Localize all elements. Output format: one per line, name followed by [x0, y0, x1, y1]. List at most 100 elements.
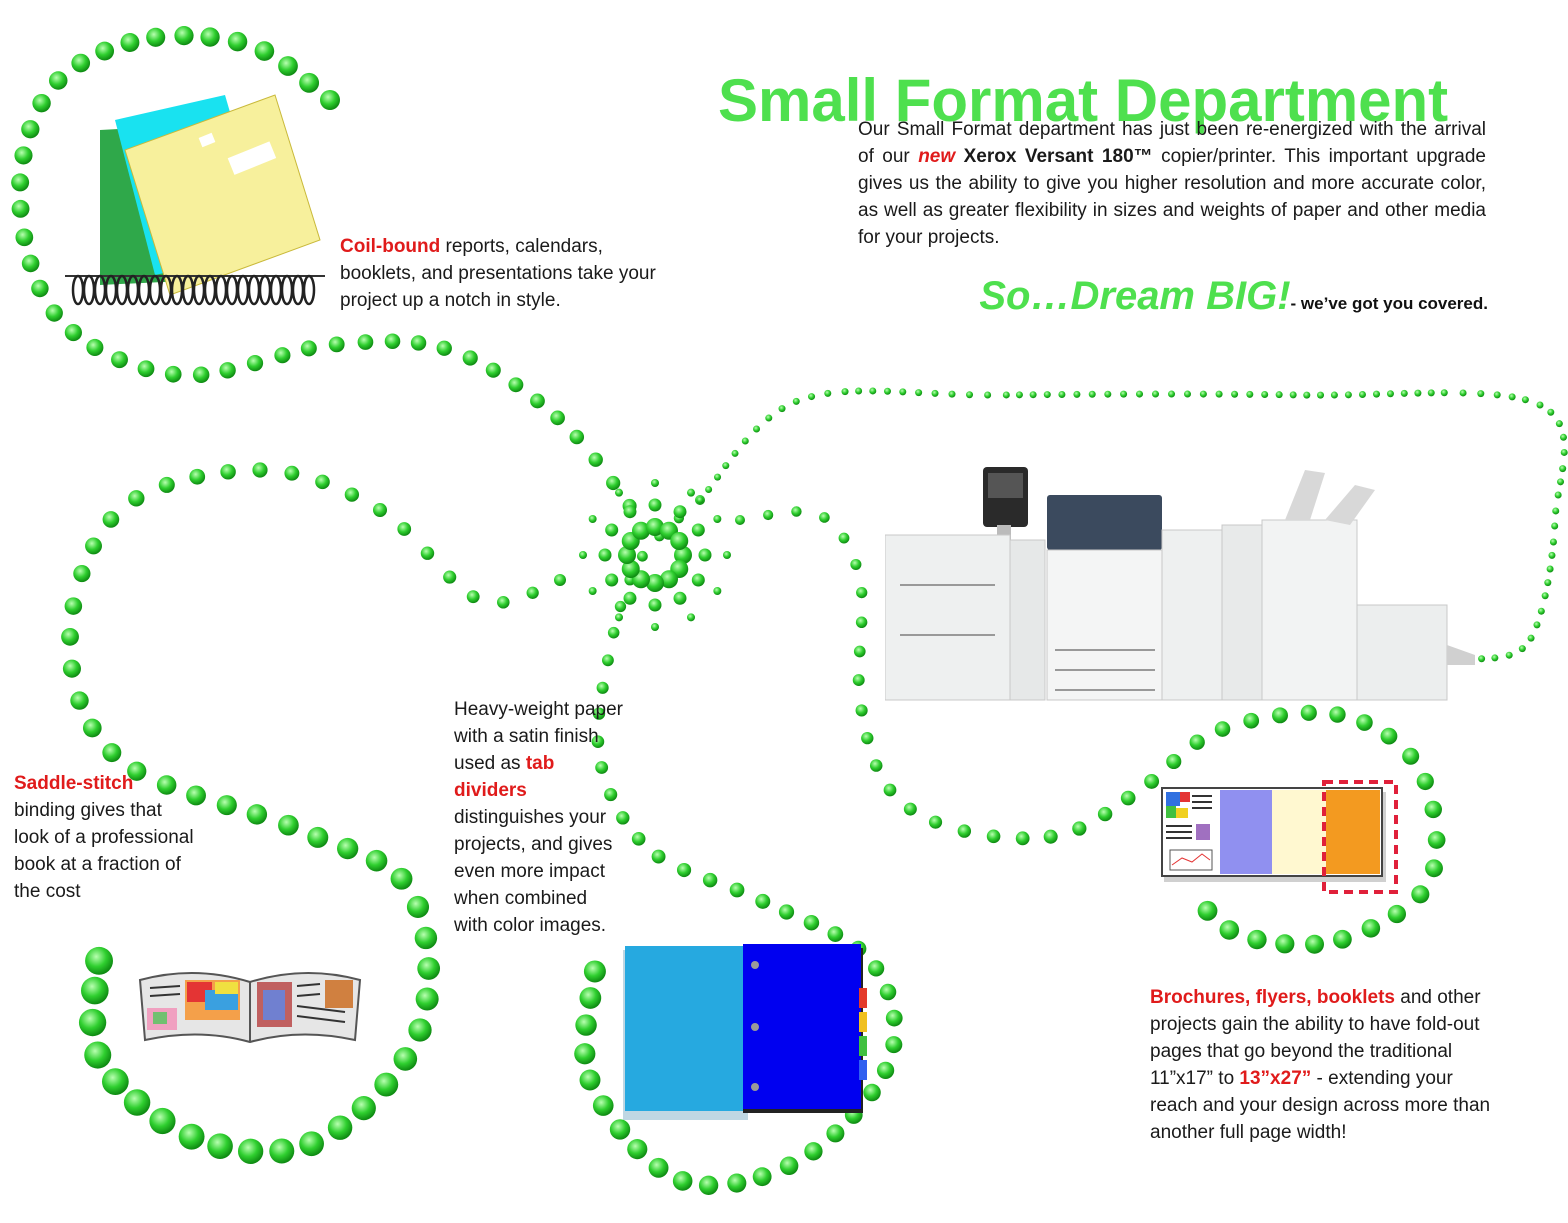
saddle-path-dot — [64, 597, 83, 615]
starburst-dot — [646, 574, 664, 592]
starburst-dot — [691, 573, 705, 587]
saddle-path-dot — [62, 659, 81, 678]
tab-path-dot — [591, 735, 605, 748]
coil-path-dot — [436, 340, 452, 356]
printer-path-dot — [1120, 390, 1128, 398]
tagline-covered: - we’ve got you covered. — [1290, 294, 1488, 313]
printer-path-dot — [869, 387, 877, 395]
printer-path-dot — [1104, 390, 1112, 398]
coil-ring — [269, 274, 283, 306]
saddle-path-dot — [327, 1115, 353, 1140]
printer-path-dot — [1043, 391, 1051, 399]
tab-path-dot — [885, 1009, 903, 1027]
printer-path-dot — [705, 486, 713, 494]
page-title: Small Format Department — [718, 67, 1449, 135]
saddle-path-dot — [220, 464, 236, 480]
saddle-stitch-book-illustration — [138, 971, 362, 1044]
coil-ring — [214, 274, 228, 306]
starburst-dot — [723, 551, 731, 559]
brochure-path-dot — [1219, 920, 1240, 940]
starburst-dot — [673, 505, 687, 519]
printer-path-dot — [1533, 621, 1541, 629]
tab-path-dot — [729, 882, 745, 898]
coil-path-dot — [606, 475, 621, 491]
saddle-path-dot — [127, 761, 147, 781]
brochure-path-dot — [957, 824, 972, 838]
printer-path-dot — [1400, 389, 1408, 397]
brochure-path-dot — [1120, 790, 1136, 806]
brochure-path-dot — [856, 586, 868, 599]
brochure-path-dot — [1043, 829, 1058, 844]
saddle-path-dot — [269, 1138, 295, 1164]
saddle-path-dot — [128, 490, 145, 507]
foldout-brochure-illustration — [1161, 780, 1398, 894]
starburst-dot — [670, 532, 689, 550]
brochure-text-1: and other projects gain the ability to h… — [1150, 987, 1481, 1089]
brochure-path-dot — [1380, 727, 1398, 745]
printer-path-dot — [1088, 390, 1096, 398]
coil-path-dot — [95, 41, 115, 61]
saddle-path-dot — [420, 546, 435, 560]
saddle-path-dot — [397, 522, 412, 536]
brochure-path-dot — [1247, 929, 1267, 950]
coil-ring — [225, 274, 239, 306]
coil-path-dot — [86, 338, 104, 356]
brochure-path-dot — [1402, 747, 1420, 765]
coil-bound-blurb: Coil-bound reports, calendars, booklets,… — [340, 233, 660, 314]
tab-path-dot — [868, 960, 885, 977]
coil-bound-highlight: Coil-bound — [340, 236, 441, 257]
printer-path-dot — [792, 397, 800, 405]
saddle-path-dot — [80, 976, 109, 1005]
saddle-path-dot — [351, 1096, 376, 1121]
saddle-path-dot — [73, 564, 91, 583]
coil-path-dot — [410, 335, 427, 351]
saddle-path-dot — [252, 462, 268, 478]
intro-new-word: new — [918, 146, 956, 167]
coil-path-dot — [11, 173, 30, 192]
starburst-dot — [687, 613, 695, 622]
printer-path-dot — [1440, 389, 1448, 397]
tab-path-dot — [579, 987, 602, 1009]
coil-ring — [82, 274, 96, 306]
printer-path-dot — [1215, 390, 1223, 398]
coil-path-dot — [328, 336, 345, 353]
starburst-dot — [698, 548, 712, 562]
intro-text-2: copier/printer. This important upgrade g… — [858, 146, 1486, 248]
saddle-path-dot — [101, 1068, 129, 1095]
printer-path-dot — [1015, 391, 1023, 399]
saddle-path-dot — [307, 826, 329, 848]
starburst-dot — [588, 515, 597, 523]
tab-path-dot — [592, 707, 606, 720]
printer-path-dot — [1002, 391, 1010, 399]
printer-path-dot — [855, 387, 863, 395]
starburst-dot — [621, 560, 640, 578]
brochure-path-dot — [903, 802, 917, 816]
brochure-path-dot — [853, 645, 866, 658]
tab-path-dot — [579, 1069, 601, 1091]
tab-path-dot — [574, 1043, 596, 1065]
printer-path-dot — [1548, 551, 1556, 559]
coil-path-dot — [146, 27, 166, 47]
tab-path-dot — [778, 904, 795, 920]
printer-path-dot — [1246, 390, 1254, 398]
xerox-printer-illustration — [885, 467, 1475, 701]
brochure-path-dot — [1387, 904, 1407, 924]
tab-path-dot — [779, 1156, 799, 1176]
printer-path-dot — [1518, 645, 1526, 653]
printer-path-dot — [1330, 391, 1338, 399]
tab-path-dot — [803, 914, 820, 931]
brochure-path-dot — [1214, 721, 1231, 737]
printer-path-dot — [741, 437, 749, 445]
printer-path-dot — [1261, 390, 1269, 398]
starburst-dot — [623, 505, 637, 519]
coil-ring — [302, 274, 316, 306]
saddle-path-dot — [102, 743, 122, 763]
starburst-dot — [605, 573, 619, 587]
brochure-path-dot — [791, 506, 802, 517]
brochure-path-dot — [850, 558, 862, 570]
tab-path-dot — [863, 1083, 881, 1102]
starburst-dot — [713, 587, 722, 595]
saddle-path-dot — [82, 718, 102, 738]
starburst-dot — [579, 551, 587, 559]
tab-dividers-blurb: Heavy-weight paper with a satin finish u… — [454, 696, 624, 939]
